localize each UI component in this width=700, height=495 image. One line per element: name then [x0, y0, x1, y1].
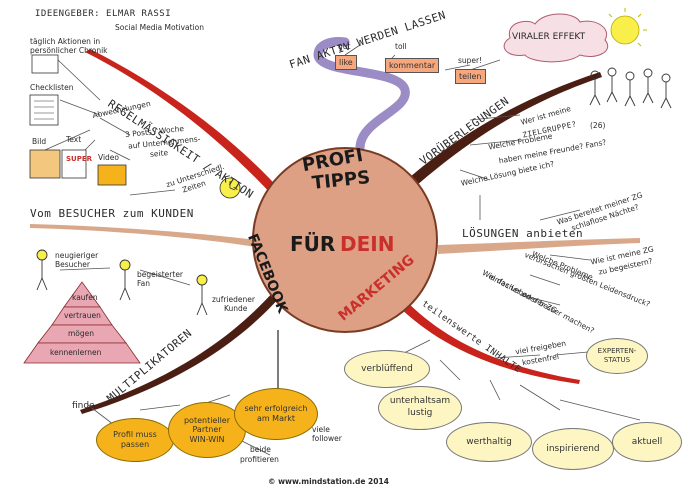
multi-beide-2: profitieren	[240, 455, 279, 464]
regel-posts-3: seite	[149, 148, 169, 159]
inhalte-experten-oval: EXPERTEN- STATUS	[586, 338, 648, 374]
regel-checklisten: Checklisten	[30, 83, 74, 92]
regel-taeglich: täglich Aktionen in	[30, 37, 101, 46]
regel-text: Text	[66, 135, 82, 144]
viral-cloud	[503, 13, 608, 63]
center-fuer: FÜR	[290, 232, 336, 256]
footer-copyright: © www.mindstation.de 2014	[268, 477, 389, 486]
multi-viele-1: viele	[312, 425, 330, 434]
multi-beide-1: beide	[250, 445, 271, 454]
inhalte-unterhaltsam-oval: unterhaltsam lustig	[378, 386, 462, 430]
checklist-icon	[29, 94, 59, 126]
branch-label-loesungen: LÖSUNGEN anbieten	[462, 227, 584, 240]
besucher-neugierig-2: Besucher	[55, 260, 90, 269]
pyramid-moegen: mögen	[68, 329, 95, 338]
besucher-fan-1: begeisterter	[137, 270, 184, 279]
video-icon	[97, 164, 127, 186]
pyramid-icon	[23, 281, 141, 364]
viral-label: VIRALER EFFEKT	[512, 32, 586, 42]
regel-super: SUPER	[66, 155, 93, 163]
besucher-fan-2: Fan	[137, 279, 150, 288]
center-dein: DEIN	[340, 232, 395, 256]
image-icon	[29, 149, 61, 179]
branch-loesungen	[438, 238, 640, 254]
fan-like-box: like	[335, 55, 357, 70]
crowd-icon	[589, 67, 672, 109]
fan-teilen-box: teilen	[455, 69, 486, 84]
besucher-kunde-1: zufriedener	[212, 295, 255, 304]
branch-label-besucher: Vom BESUCHER zum KUNDEN	[30, 207, 194, 220]
multi-partner-oval: potentieller Partner WIN-WIN	[168, 402, 246, 458]
pyramid-kaufen: kaufen	[72, 293, 98, 302]
regel-chronik: persönlicher Chronik	[30, 46, 108, 55]
subtitle-label: Social Media Motivation	[115, 23, 205, 32]
besucher-kunde-2: Kunde	[224, 304, 248, 313]
branch-regelmaessigkeit	[85, 49, 282, 198]
sun-icon	[610, 15, 640, 45]
squiggle-fan-aktiv	[313, 37, 410, 153]
multi-profil-oval: Profil muss passen	[96, 418, 174, 462]
vor-n26: (26)	[590, 121, 606, 130]
center-circle	[252, 147, 438, 333]
inhalte-verbluffend-oval: verblüffend	[344, 350, 430, 388]
visitor-icon	[36, 249, 48, 261]
multi-viele-2: follower	[312, 434, 342, 443]
fan-toll: toll	[395, 42, 407, 51]
inhalte-aktuell-oval: aktuell	[612, 422, 682, 462]
regel-bild: Bild	[32, 137, 47, 146]
inhalte-inspirierend-oval: inspirierend	[532, 428, 614, 470]
pyramid-kennenlernen: kennenlernen	[50, 348, 102, 357]
chronik-icon	[31, 54, 59, 74]
text-card-icon	[61, 149, 87, 179]
fan-kommentar-box: kommentar	[385, 58, 440, 73]
fan-icon	[119, 259, 131, 271]
besucher-neugierig-1: neugieriger	[55, 251, 99, 260]
ideengeber-label: IDEENGEBER: ELMAR RASSI	[35, 9, 172, 19]
multi-erfolgreich-oval: sehr erfolgreich am Markt	[234, 388, 318, 440]
pyramid-vertrauen: vertrauen	[64, 311, 101, 320]
fan-gut: gut	[338, 42, 351, 51]
multi-finde: finde	[72, 401, 95, 411]
branch-besucher	[30, 224, 256, 247]
regel-video: Video	[98, 153, 120, 162]
customer-icon	[196, 274, 208, 286]
inhalte-werthaltig-oval: werthaltig	[446, 422, 532, 462]
fan-super: super!	[458, 56, 483, 65]
